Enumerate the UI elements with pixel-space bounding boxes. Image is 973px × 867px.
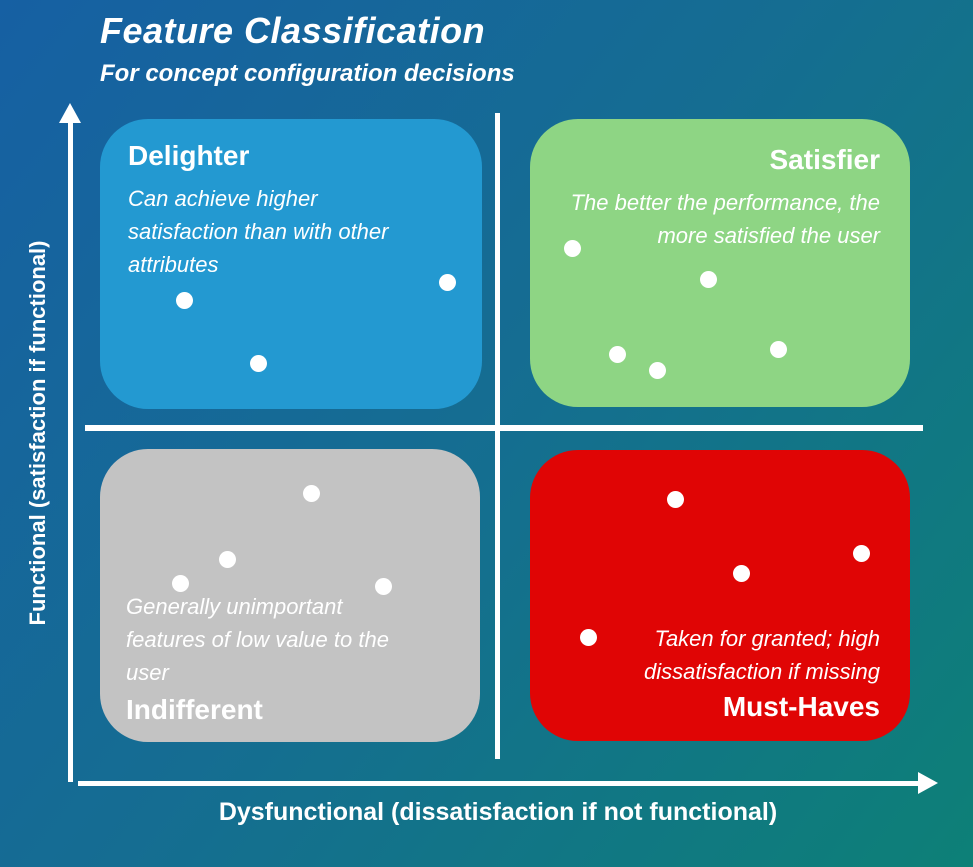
x-axis-label: Dysfunctional (dissatisfaction if not fu… xyxy=(218,798,778,826)
data-point-dot xyxy=(218,550,236,568)
quadrant-divider-horizontal xyxy=(85,425,923,431)
data-point-dot xyxy=(608,345,626,363)
quadrant-delighter: Delighter Can achieve higher satisfactio… xyxy=(100,119,482,409)
quadrant-title: Indifferent xyxy=(126,694,263,726)
quadrant-description: The better the performance, the more sat… xyxy=(570,189,880,248)
quadrant-divider-vertical xyxy=(495,113,500,759)
data-point-dot xyxy=(666,490,684,508)
page-subtitle: For concept configuration decisions xyxy=(100,60,515,87)
x-axis-line xyxy=(78,781,918,786)
quadrant-indifferent: Generally unimportant features of low va… xyxy=(100,449,480,742)
data-point-dot xyxy=(175,291,193,309)
x-axis-arrowhead-icon xyxy=(918,772,938,794)
quadrant-description: Generally unimportant features of low va… xyxy=(126,594,389,686)
data-point-dot xyxy=(171,574,189,592)
data-point-dot xyxy=(438,273,456,291)
data-point-dot xyxy=(648,361,666,379)
quadrant-title: Must-Haves xyxy=(722,691,880,723)
data-point-dot xyxy=(852,544,870,562)
data-point-dot xyxy=(374,577,392,595)
data-point-dot xyxy=(579,628,597,646)
quadrant-satisfier: Satisfier The better the performance, th… xyxy=(530,119,910,407)
data-point-dot xyxy=(732,564,750,582)
quadrant-title: Delighter xyxy=(128,140,250,171)
y-axis-label: Functional (satisfaction if functional) xyxy=(25,240,50,626)
page-title: Feature Classification xyxy=(100,10,486,51)
quadrant-title: Satisfier xyxy=(769,144,881,175)
quadrant-must-haves: Taken for granted; high dissatisfaction … xyxy=(530,450,910,741)
quadrant-description: Taken for granted; high dissatisfaction … xyxy=(644,626,880,685)
data-point-dot xyxy=(563,239,581,257)
y-axis-line xyxy=(68,122,73,782)
data-point-dot xyxy=(769,340,787,358)
data-point-dot xyxy=(249,354,267,372)
data-point-dot xyxy=(699,270,717,288)
data-point-dot xyxy=(302,484,320,502)
quadrant-description: Can achieve higher satisfaction than wit… xyxy=(128,185,389,277)
y-axis-arrowhead-icon xyxy=(59,103,81,123)
